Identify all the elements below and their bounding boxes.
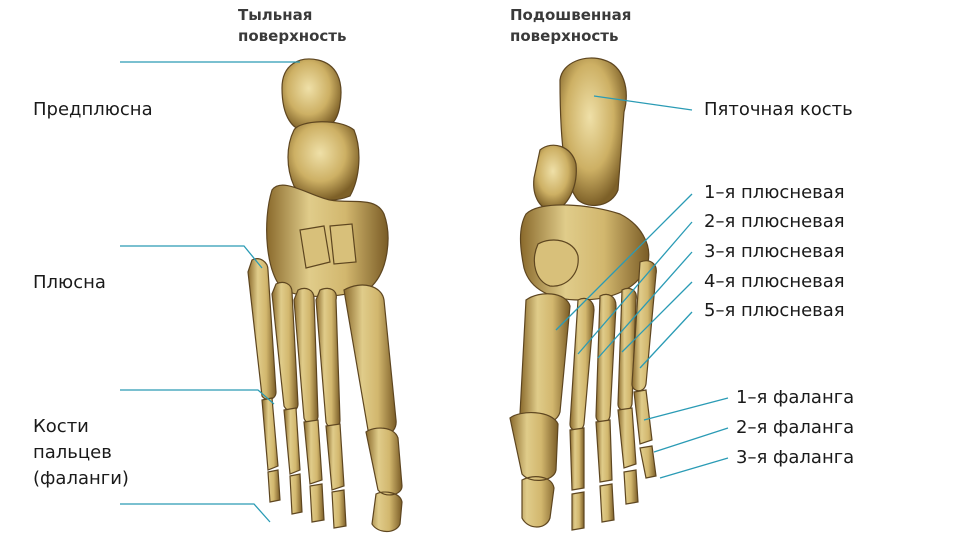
label-phalanx-3: 3–я фаланга: [736, 447, 855, 468]
label-phalanx-2: 2–я фаланга: [736, 417, 855, 438]
dorsal-toe-3: [303, 419, 325, 523]
label-tarsus: Предплюсна: [33, 99, 153, 120]
label-metatarsus: Плюсна: [33, 272, 106, 293]
dorsal-calcaneus: [281, 58, 342, 133]
dorsal-cuneiforms: [299, 223, 357, 269]
leader-phalanges-top: [120, 389, 275, 405]
label-calcaneus: Пяточная кость: [704, 99, 853, 120]
leader-phalanx-3: [659, 457, 729, 479]
plantar-toe-4: [617, 407, 639, 505]
label-metatarsal-1: 1–я плюсневая: [704, 182, 845, 203]
dorsal-toe-4: [283, 407, 303, 515]
dorsal-foot: [247, 58, 403, 533]
plantar-toe-1: [509, 412, 559, 528]
label-metatarsal-5: 5–я плюсневая: [704, 300, 845, 321]
dorsal-metatarsal-4: [271, 281, 299, 412]
plantar-header-line-1: Подошвенная: [510, 6, 632, 24]
plantar-talus: [533, 144, 577, 211]
dorsal-metatarsal-5: [247, 258, 277, 401]
leader-metatarsal-5: [639, 311, 693, 369]
label-metatarsal-2: 2–я плюсневая: [704, 211, 845, 232]
dorsal-toe-2: [325, 423, 347, 529]
leader-metatarsal-2: [577, 221, 693, 355]
plantar-foot: [509, 57, 657, 531]
dorsal-toe-1: [365, 427, 403, 533]
plantar-metatarsal-5: [631, 260, 657, 392]
label-metatarsal-4: 4–я плюсневая: [704, 271, 845, 292]
plantar-toe-3: [595, 419, 615, 523]
plantar-toe-5: [633, 389, 657, 479]
plantar-surface-header: Подошвенная поверхность: [510, 5, 631, 47]
plantar-metatarsal-1: [519, 293, 571, 426]
leader-metatarsal-1: [555, 193, 693, 331]
leader-phalanges-bottom: [120, 503, 271, 523]
dorsal-header-line-2: поверхность: [238, 27, 347, 45]
leader-phalanx-2: [653, 427, 729, 453]
leader-metatarsal-3: [597, 251, 693, 359]
dorsal-metatarsal-3: [293, 287, 319, 424]
leader-calcaneus: [593, 95, 693, 111]
dorsal-toe-5: [261, 397, 281, 503]
plantar-metatarsal-2: [569, 297, 595, 432]
label-metatarsal-3: 3–я плюсневая: [704, 241, 845, 262]
leader-phalanx-1: [643, 397, 729, 421]
leader-metatarsal-4: [621, 281, 693, 353]
dorsal-metatarsal-1: [343, 284, 397, 437]
label-phalanges-line-2: пальцев: [33, 442, 112, 463]
leader-lines: [120, 61, 729, 523]
plantar-header-line-2: поверхность: [510, 27, 619, 45]
dorsal-surface-header: Тыльная поверхность: [238, 5, 347, 47]
label-phalanx-1: 1–я фаланга: [736, 387, 855, 408]
dorsal-talus: [287, 121, 360, 201]
leader-metatarsus: [120, 245, 263, 269]
dorsal-tarsal-block: [266, 184, 389, 297]
label-phalanges-line-1: Кости: [33, 416, 89, 437]
plantar-toe-2: [569, 427, 585, 531]
plantar-cuboid: [533, 239, 579, 287]
label-phalanges: Кости пальцев (фаланги): [33, 414, 129, 492]
label-phalanges-line-3: (фаланги): [33, 468, 129, 489]
dorsal-metatarsal-2: [315, 287, 341, 429]
dorsal-header-line-1: Тыльная: [238, 6, 313, 24]
